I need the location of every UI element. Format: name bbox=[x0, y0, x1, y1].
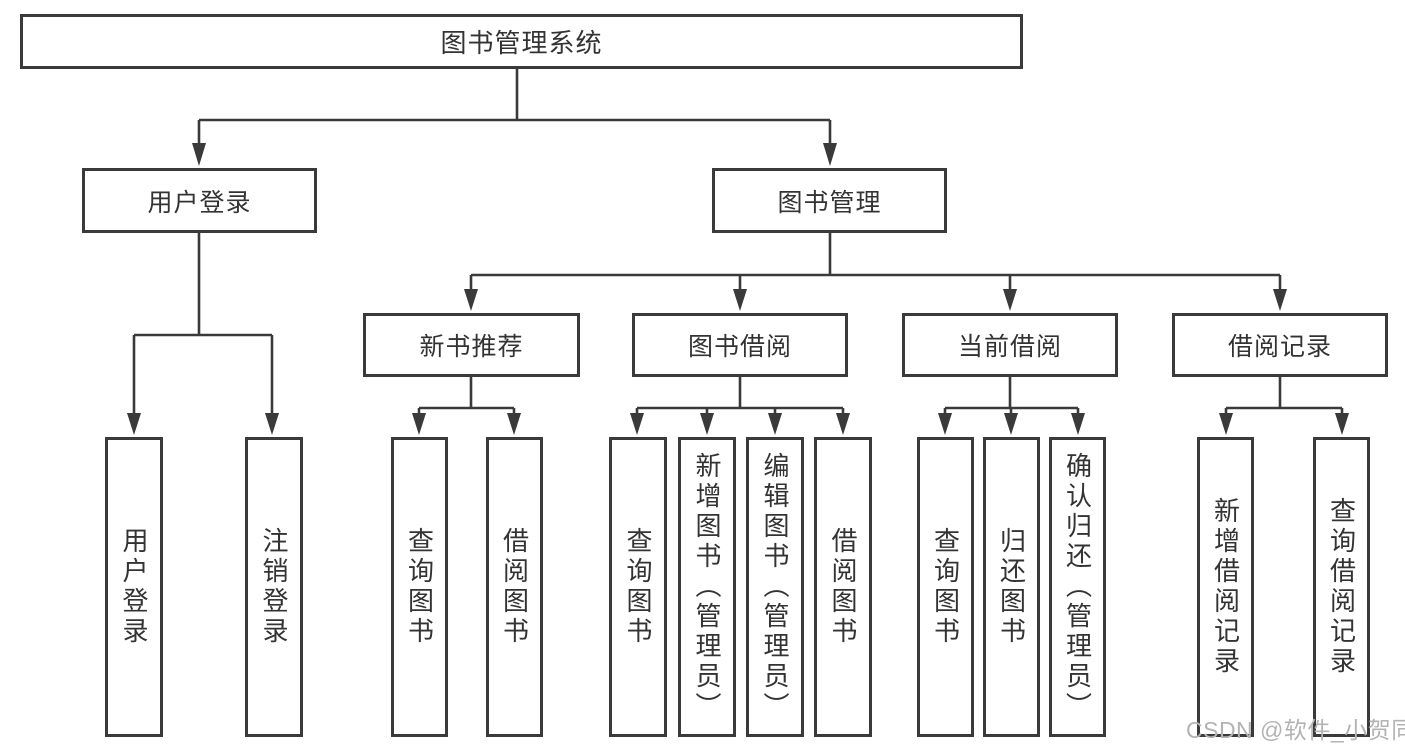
leaf-current-confirm-return-admin-label: 确认归还（管理员） bbox=[1062, 452, 1093, 722]
arrowhead bbox=[630, 413, 644, 435]
arrowhead bbox=[192, 143, 206, 166]
arrowhead bbox=[412, 413, 426, 435]
leaf-recommend-query-books-label: 查询图书 bbox=[404, 527, 435, 647]
arrowhead bbox=[464, 289, 478, 311]
leaf-current-query-books: 查询图书 bbox=[917, 437, 974, 737]
connector-root bbox=[192, 69, 837, 166]
leaf-records-query-borrow-record: 查询借阅记录 bbox=[1313, 437, 1370, 737]
connector-current-borrowing bbox=[938, 377, 1085, 435]
arrowhead bbox=[733, 289, 747, 311]
node-book-management: 图书管理 bbox=[712, 168, 947, 233]
leaf-records-query-borrow-record-label: 查询借阅记录 bbox=[1326, 497, 1357, 677]
node-current-borrowing-label: 当前借阅 bbox=[957, 333, 1062, 361]
node-new-book-recommend-label: 新书推荐 bbox=[419, 333, 524, 361]
leaf-recommend-query-books: 查询图书 bbox=[391, 437, 448, 737]
leaf-recommend-borrow-books-label: 借阅图书 bbox=[499, 527, 530, 647]
leaf-borrowing-query-books-label: 查询图书 bbox=[623, 527, 653, 647]
arrowhead bbox=[1335, 413, 1349, 435]
leaf-borrowing-add-books-admin-label: 新增图书（管理员） bbox=[692, 452, 722, 722]
node-book-borrowing-label: 图书借阅 bbox=[687, 333, 792, 361]
leaf-user-login-label: 用户登录 bbox=[119, 527, 149, 647]
arrowhead bbox=[1004, 413, 1018, 435]
leaf-current-query-books-label: 查询图书 bbox=[930, 527, 961, 647]
leaf-logout: 注销登录 bbox=[245, 437, 303, 737]
leaf-logout-label: 注销登录 bbox=[259, 527, 289, 647]
leaf-borrowing-borrow-books-label: 借阅图书 bbox=[828, 527, 858, 647]
arrowhead bbox=[823, 143, 837, 166]
node-book-management-label: 图书管理 bbox=[777, 188, 882, 217]
connector-new-book-recommend bbox=[412, 377, 521, 435]
arrowhead bbox=[768, 413, 782, 435]
connector-borrowing-records bbox=[1219, 377, 1349, 435]
arrowhead bbox=[836, 413, 850, 435]
node-borrowing-records-label: 借阅记录 bbox=[1227, 333, 1332, 361]
connector-user-login bbox=[127, 233, 279, 435]
leaf-current-return-books: 归还图书 bbox=[983, 437, 1040, 737]
leaf-records-add-borrow-record: 新增借阅记录 bbox=[1197, 437, 1254, 737]
arrowhead bbox=[1071, 413, 1085, 435]
arrowhead bbox=[507, 413, 521, 435]
leaf-borrowing-borrow-books: 借阅图书 bbox=[814, 437, 872, 737]
arrowhead bbox=[938, 413, 952, 435]
leaf-current-confirm-return-admin: 确认归还（管理员） bbox=[1049, 437, 1106, 737]
arrowhead bbox=[1219, 413, 1233, 435]
node-user-login: 用户登录 bbox=[82, 168, 317, 233]
node-book-borrowing: 图书借阅 bbox=[632, 313, 848, 377]
watermark-text: CSDN @软件_小贺同学 bbox=[1186, 717, 1405, 743]
arrowhead bbox=[700, 413, 714, 435]
leaf-borrowing-edit-books-admin: 编辑图书（管理员） bbox=[746, 437, 804, 737]
leaf-borrowing-query-books: 查询图书 bbox=[609, 437, 667, 737]
leaf-user-login: 用户登录 bbox=[105, 437, 163, 737]
node-new-book-recommend: 新书推荐 bbox=[363, 313, 580, 377]
connector-book-management bbox=[464, 233, 1287, 311]
leaf-borrowing-edit-books-admin-label: 编辑图书（管理员） bbox=[760, 452, 790, 722]
arrowhead bbox=[1003, 289, 1017, 311]
node-root-label: 图书管理系统 bbox=[440, 28, 603, 58]
leaf-current-return-books-label: 归还图书 bbox=[996, 527, 1027, 647]
node-user-login-label: 用户登录 bbox=[147, 188, 252, 217]
leaf-records-add-borrow-record-label: 新增借阅记录 bbox=[1210, 497, 1241, 677]
connector-book-borrowing bbox=[630, 377, 850, 435]
leaf-borrowing-add-books-admin: 新增图书（管理员） bbox=[678, 437, 736, 737]
node-borrowing-records: 借阅记录 bbox=[1172, 313, 1388, 377]
node-root: 图书管理系统 bbox=[20, 14, 1023, 69]
node-current-borrowing: 当前借阅 bbox=[902, 313, 1118, 377]
arrowhead bbox=[265, 413, 279, 435]
leaf-recommend-borrow-books: 借阅图书 bbox=[486, 437, 543, 737]
arrowhead bbox=[1273, 289, 1287, 311]
arrowhead bbox=[127, 413, 141, 435]
